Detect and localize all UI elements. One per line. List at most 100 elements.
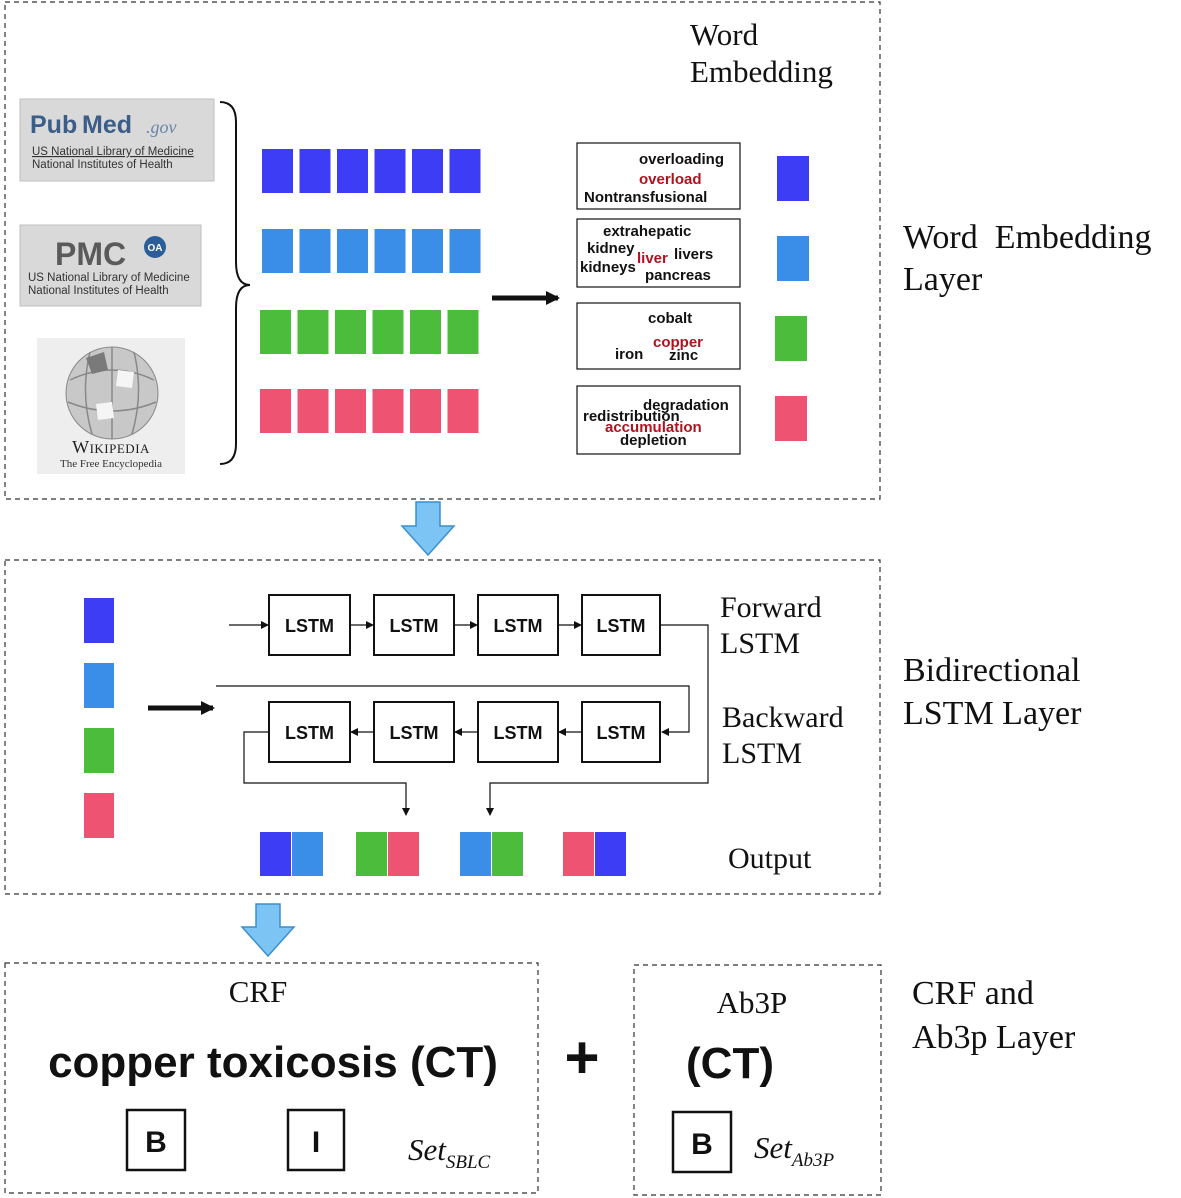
set-ab3p-main: Set: [754, 1130, 793, 1165]
pubmed-line2: National Institutes of Health: [32, 159, 173, 171]
embedding-square: [337, 149, 368, 193]
cluster-box-4: degradation redistribution accumulation …: [576, 385, 741, 455]
section2-side-label-line1: Bidirectional: [903, 652, 1081, 689]
pubmed-logo-med: Med: [82, 111, 132, 139]
cluster4-word: degradation: [643, 397, 729, 414]
embedding-square: [447, 389, 479, 433]
lstm-label: LSTM: [285, 723, 334, 743]
cluster2-color-square: [777, 236, 809, 281]
cluster2-word: kidneys: [580, 259, 636, 276]
cluster-box-2: extrahepatic kidney liver livers kidneys…: [576, 218, 741, 288]
tag-i-box: I: [286, 1108, 346, 1172]
embedding-square: [337, 229, 368, 273]
embedding-square: [374, 149, 406, 193]
output-pair-4-right: [595, 832, 626, 876]
wikipedia-globe-icon: [65, 346, 159, 440]
lstm-label: LSTM: [494, 616, 543, 636]
section2-frame: [4, 559, 881, 895]
section2-side-label-line2: LSTM Layer: [903, 695, 1082, 732]
set-ab3p-label: SetAb3P: [754, 1130, 834, 1171]
cluster2-word: livers: [674, 246, 713, 263]
cluster3-word: copper: [653, 334, 703, 351]
section3-side-label-line2: Ab3p Layer: [912, 1019, 1076, 1056]
source-brace: [219, 101, 251, 465]
pmc-logo-text: PMC: [55, 236, 126, 272]
forward-lstm-cell: LSTM: [477, 594, 559, 656]
section1-side-label-line1: Word Embedding: [903, 219, 1151, 256]
set-sblc-subscript: SBLC: [446, 1152, 491, 1173]
crf-ab3p-section: CRF copper toxicosis (CT) B I SetSBLC + …: [4, 962, 1076, 1196]
embedding-square: [449, 229, 481, 273]
cluster1-word: overloading: [639, 151, 724, 168]
input-square-green: [84, 728, 114, 773]
embedding-square: [410, 389, 441, 433]
wikipedia-tagline: The Free Encyclopedia: [60, 458, 162, 470]
cluster4-word: redistribution: [583, 408, 680, 425]
pmc-line1: US National Library of Medicine: [28, 272, 190, 284]
embedding-square: [297, 310, 329, 354]
output-pair-3-right: [492, 832, 523, 876]
output-pair-2-right: [388, 832, 419, 876]
cluster3-word: zinc: [669, 347, 698, 364]
embedding-square: [260, 310, 291, 354]
section3-side-label-line1: CRF and: [912, 975, 1034, 1012]
forward-lstm-cell: LSTM: [581, 594, 661, 656]
forward-output-connector: [486, 624, 709, 816]
cluster2-word: liver: [637, 250, 668, 267]
wikipedia-name: Wikipedia: [72, 437, 150, 457]
input-square-lightblue: [84, 663, 114, 708]
section1-title-line2: Embedding: [690, 54, 833, 89]
cluster1-word: overload: [639, 171, 702, 188]
backward-entry-connector: [216, 685, 690, 736]
lstm-label: LSTM: [390, 723, 439, 743]
embedding-square: [412, 229, 443, 273]
backward-lstm-cell: LSTM: [477, 701, 559, 763]
embedding-rows: [260, 149, 481, 433]
crf-phrase: copper toxicosis (CT): [48, 1038, 498, 1087]
pmc-logo: PMC OA US National Library of Medicine N…: [19, 224, 202, 307]
lstm-label: LSTM: [390, 616, 439, 636]
cluster1-word: Nontransfusional: [584, 189, 707, 206]
backward-lstm-cell: LSTM: [581, 701, 661, 763]
backward-label-line1: Backward: [722, 701, 844, 734]
set-sblc-main: Set: [408, 1132, 447, 1167]
plus-sign: +: [564, 1024, 599, 1091]
ab3p-frame: [633, 964, 882, 1196]
cluster2-word: kidney: [587, 240, 635, 257]
set-sblc-label: SetSBLC: [408, 1132, 491, 1173]
output-pair-2-left: [356, 832, 387, 876]
crf-title: CRF: [229, 974, 288, 1009]
backward-lstm-cell: LSTM: [373, 701, 455, 763]
word-embedding-section: Word Embedding Pub Med .gov US National …: [4, 1, 1151, 500]
tag-b-box: B: [125, 1108, 187, 1172]
embedding-square: [299, 149, 331, 193]
embedding-square: [449, 149, 481, 193]
embedding-square: [260, 389, 291, 433]
wikipedia-logo: Wikipedia The Free Encyclopedia: [37, 338, 185, 474]
section1-title-line1: Word: [690, 17, 759, 52]
crf-frame: [4, 962, 539, 1194]
cluster-box-3: cobalt copper iron zinc: [576, 302, 741, 370]
backward-lstm-cell: LSTM: [268, 701, 351, 763]
cluster1-color-square: [777, 156, 809, 201]
backward-label-line2: LSTM: [722, 737, 802, 770]
bilstm-section: LSTM LSTM LSTM LSTM LSTM LSTM L: [4, 559, 1082, 895]
embedding-square: [262, 149, 293, 193]
backward-output-connector: [243, 731, 410, 816]
forward-lstm-cell: LSTM: [373, 594, 455, 656]
lstm-label: LSTM: [597, 616, 646, 636]
down-arrow-icon: [240, 903, 296, 958]
embedding-square: [335, 310, 366, 354]
input-square-pink: [84, 793, 114, 838]
open-access-badge-icon: [144, 236, 166, 258]
cluster2-word: pancreas: [645, 267, 711, 284]
cluster4-word: depletion: [620, 432, 687, 449]
embedding-square: [372, 310, 404, 354]
ab3p-title: Ab3P: [717, 985, 788, 1020]
set-ab3p-subscript: Ab3P: [790, 1150, 835, 1171]
forward-label-line1: Forward: [720, 591, 822, 624]
output-pair-3-left: [460, 832, 491, 876]
lstm-label: LSTM: [285, 616, 334, 636]
embedding-square: [297, 389, 329, 433]
ab3p-tag-b-label: B: [691, 1128, 713, 1161]
